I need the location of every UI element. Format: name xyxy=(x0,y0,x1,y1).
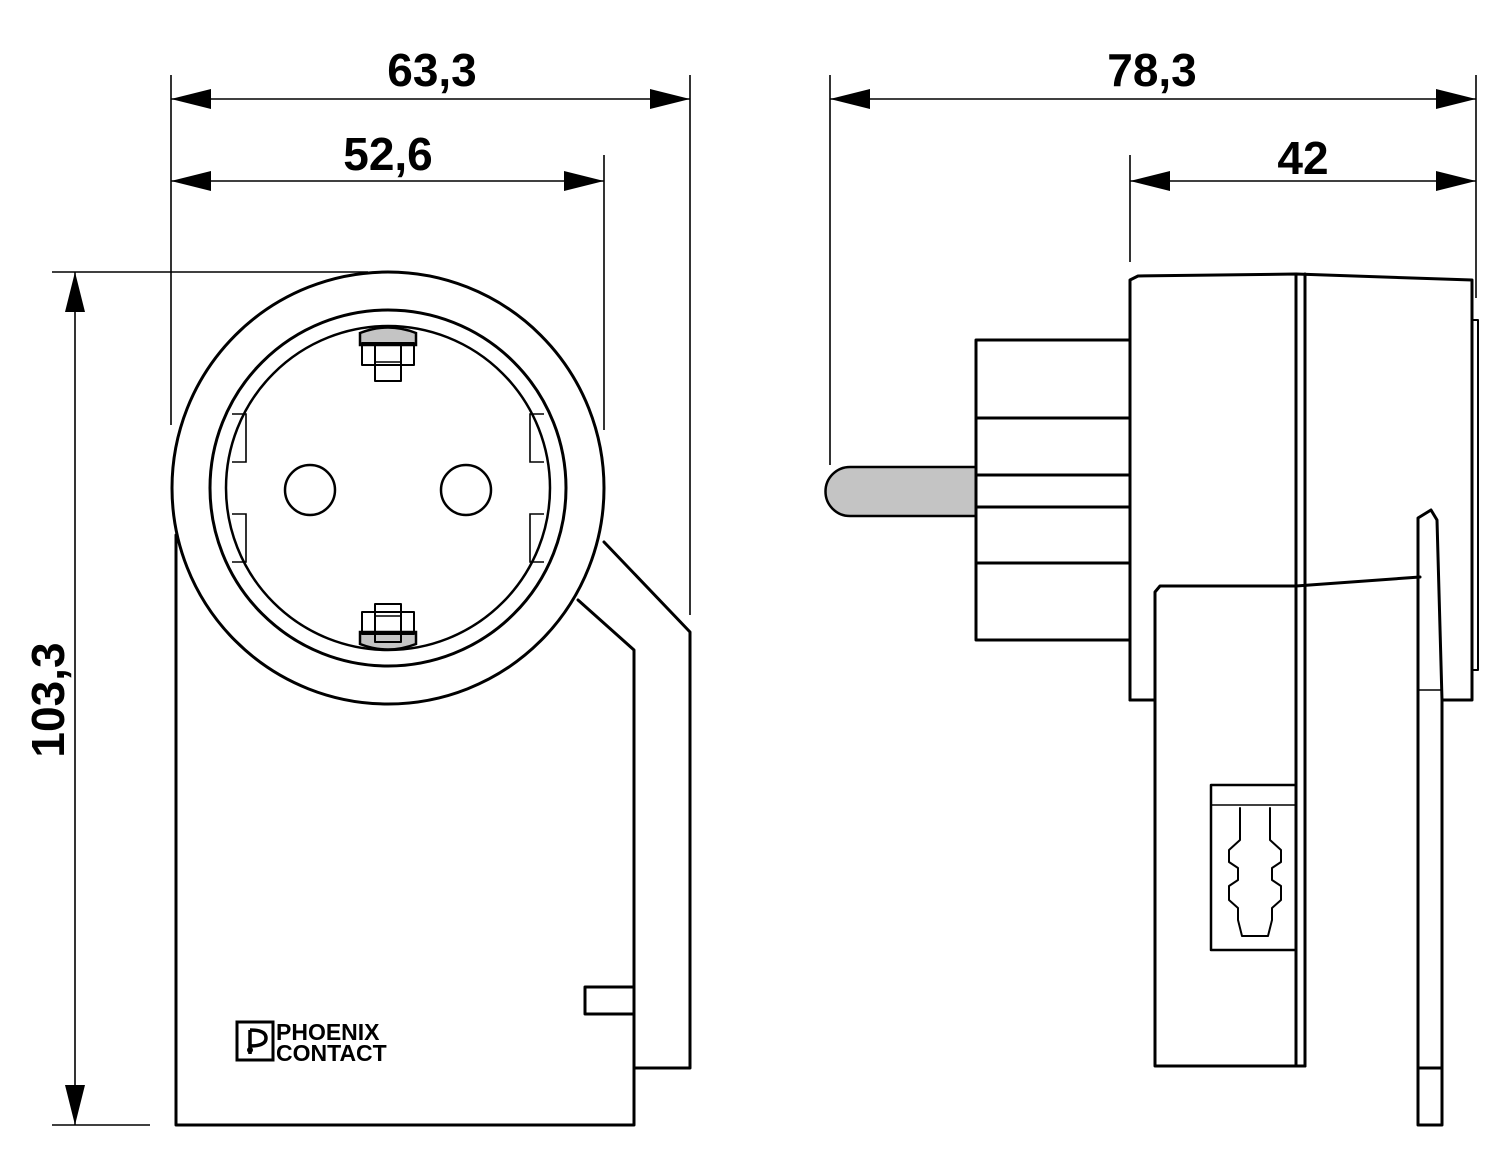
dim-side-overall-depth: 78,3 xyxy=(829,44,1477,465)
dim-height: 103,3 xyxy=(22,271,368,1126)
dim-front-overall-width: 63,3 xyxy=(170,44,691,615)
dim-side-housing-depth: 42 xyxy=(1129,132,1476,262)
dim-front-socket-width: 52,6 xyxy=(171,128,605,430)
side-lower-housing-top xyxy=(1153,575,1422,702)
pin-hole-left xyxy=(283,463,337,517)
dim-label-63-3: 63,3 xyxy=(387,44,477,96)
front-housing-inner-edge xyxy=(576,598,636,1070)
pin-hole-right xyxy=(439,463,493,517)
side-upper-housing xyxy=(1128,272,1474,702)
left-guide-lower xyxy=(232,513,247,563)
earth-clip-bottom xyxy=(358,603,418,651)
logo-line2: CONTACT xyxy=(276,1040,387,1066)
dim-label-42: 42 xyxy=(1277,132,1328,184)
dim-label-78-3: 78,3 xyxy=(1107,44,1197,96)
side-back-flange xyxy=(1416,508,1444,1127)
front-view: PHOENIX CONTACT xyxy=(170,270,692,1127)
left-guide-upper xyxy=(232,413,247,463)
phoenix-contact-logo: PHOENIX CONTACT xyxy=(235,1019,387,1066)
dim-label-103-3: 103,3 xyxy=(22,642,74,757)
dim-label-52-6: 52,6 xyxy=(343,128,433,180)
side-lower-housing xyxy=(1128,698,1307,1068)
plug-body xyxy=(974,338,1132,642)
plug-pin xyxy=(824,465,978,518)
rj-jack-port xyxy=(1209,783,1298,952)
right-guide-upper xyxy=(529,413,544,463)
logo-line1: PHOENIX xyxy=(276,1019,380,1045)
earth-clip-top xyxy=(358,326,418,382)
right-guide-lower xyxy=(529,513,544,563)
side-view xyxy=(824,272,1479,1127)
socket-recess-ring xyxy=(208,308,568,668)
status-indicator xyxy=(583,985,636,1016)
